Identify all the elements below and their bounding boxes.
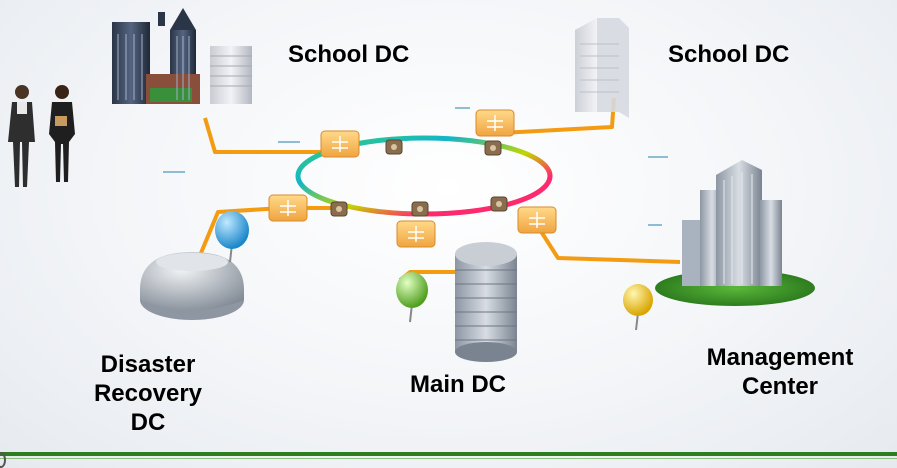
label-management-center-line1: Management xyxy=(706,344,854,371)
ring-switches xyxy=(330,139,508,217)
location-pin-icon-blue xyxy=(215,211,249,263)
router-icon xyxy=(517,206,557,234)
switch-icon xyxy=(385,139,403,155)
link-disaster-recovery xyxy=(194,206,283,266)
label-management-center-line2: Center xyxy=(741,373,819,400)
location-pin-icon-yellow xyxy=(623,284,653,331)
building-icon-management-center xyxy=(655,160,815,306)
decorative-dashes xyxy=(163,107,668,226)
link-school-dc-left xyxy=(203,117,330,154)
link-management-center xyxy=(533,220,681,264)
building-icon-main-dc xyxy=(455,242,517,362)
label-disaster-recovery-line2: Recovery xyxy=(93,380,203,407)
network-links xyxy=(194,97,681,282)
switch-icon xyxy=(411,201,429,217)
label-disaster-recovery-line1: Disaster xyxy=(100,351,196,378)
switch-icon xyxy=(490,196,508,212)
label-school-dc-right: School DC xyxy=(668,41,790,68)
router-icon xyxy=(396,220,436,248)
building-icon-disaster-recovery-dc xyxy=(140,252,244,320)
footer-divider-thin xyxy=(0,458,897,459)
label-school-dc-left: School DC xyxy=(288,41,410,68)
footer-mark-icon xyxy=(0,452,6,468)
label-main-dc: Main DC xyxy=(410,371,506,398)
building-icon-school-dc-right xyxy=(575,18,629,118)
footer-divider xyxy=(0,452,897,456)
routers xyxy=(268,109,557,248)
location-pin-icon-green xyxy=(396,272,428,323)
router-icon xyxy=(475,109,515,137)
router-icon xyxy=(268,194,308,222)
people-icon xyxy=(8,85,75,187)
switch-icon xyxy=(330,201,348,217)
switch-icon xyxy=(484,140,502,156)
label-disaster-recovery-line3: DC xyxy=(130,409,166,436)
building-icon-school-dc-left xyxy=(112,8,252,104)
label-disaster-recovery-dc: Disaster Recovery DC xyxy=(58,350,238,437)
label-management-center: Management Center xyxy=(660,343,897,401)
router-icon xyxy=(320,130,360,158)
